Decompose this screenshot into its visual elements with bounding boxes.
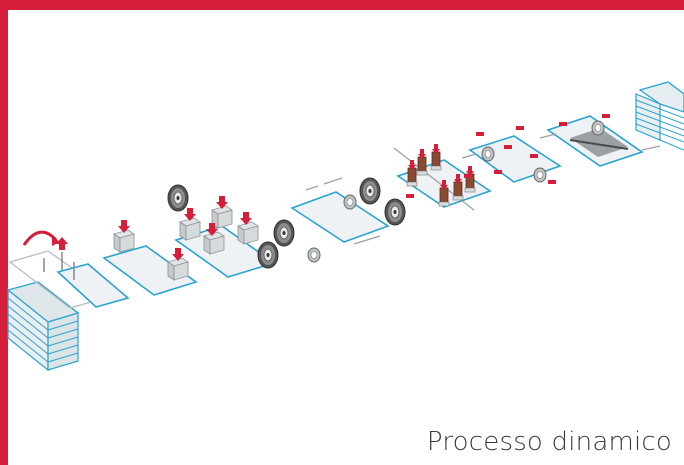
clamping-station	[461, 126, 562, 184]
frame-left-bar	[0, 0, 8, 465]
punch-station-1	[102, 220, 198, 296]
coil-feed-press-station	[167, 184, 321, 278]
sheet-stack-output	[635, 81, 684, 151]
transfer-lift	[8, 230, 130, 309]
caption-title: Processo dinamico	[426, 427, 672, 457]
frame-top-bar	[0, 0, 684, 10]
roller-feed-station	[290, 177, 406, 245]
bending-station	[393, 143, 492, 211]
sealing-station	[539, 114, 661, 167]
sheet-stack-input	[6, 281, 80, 372]
